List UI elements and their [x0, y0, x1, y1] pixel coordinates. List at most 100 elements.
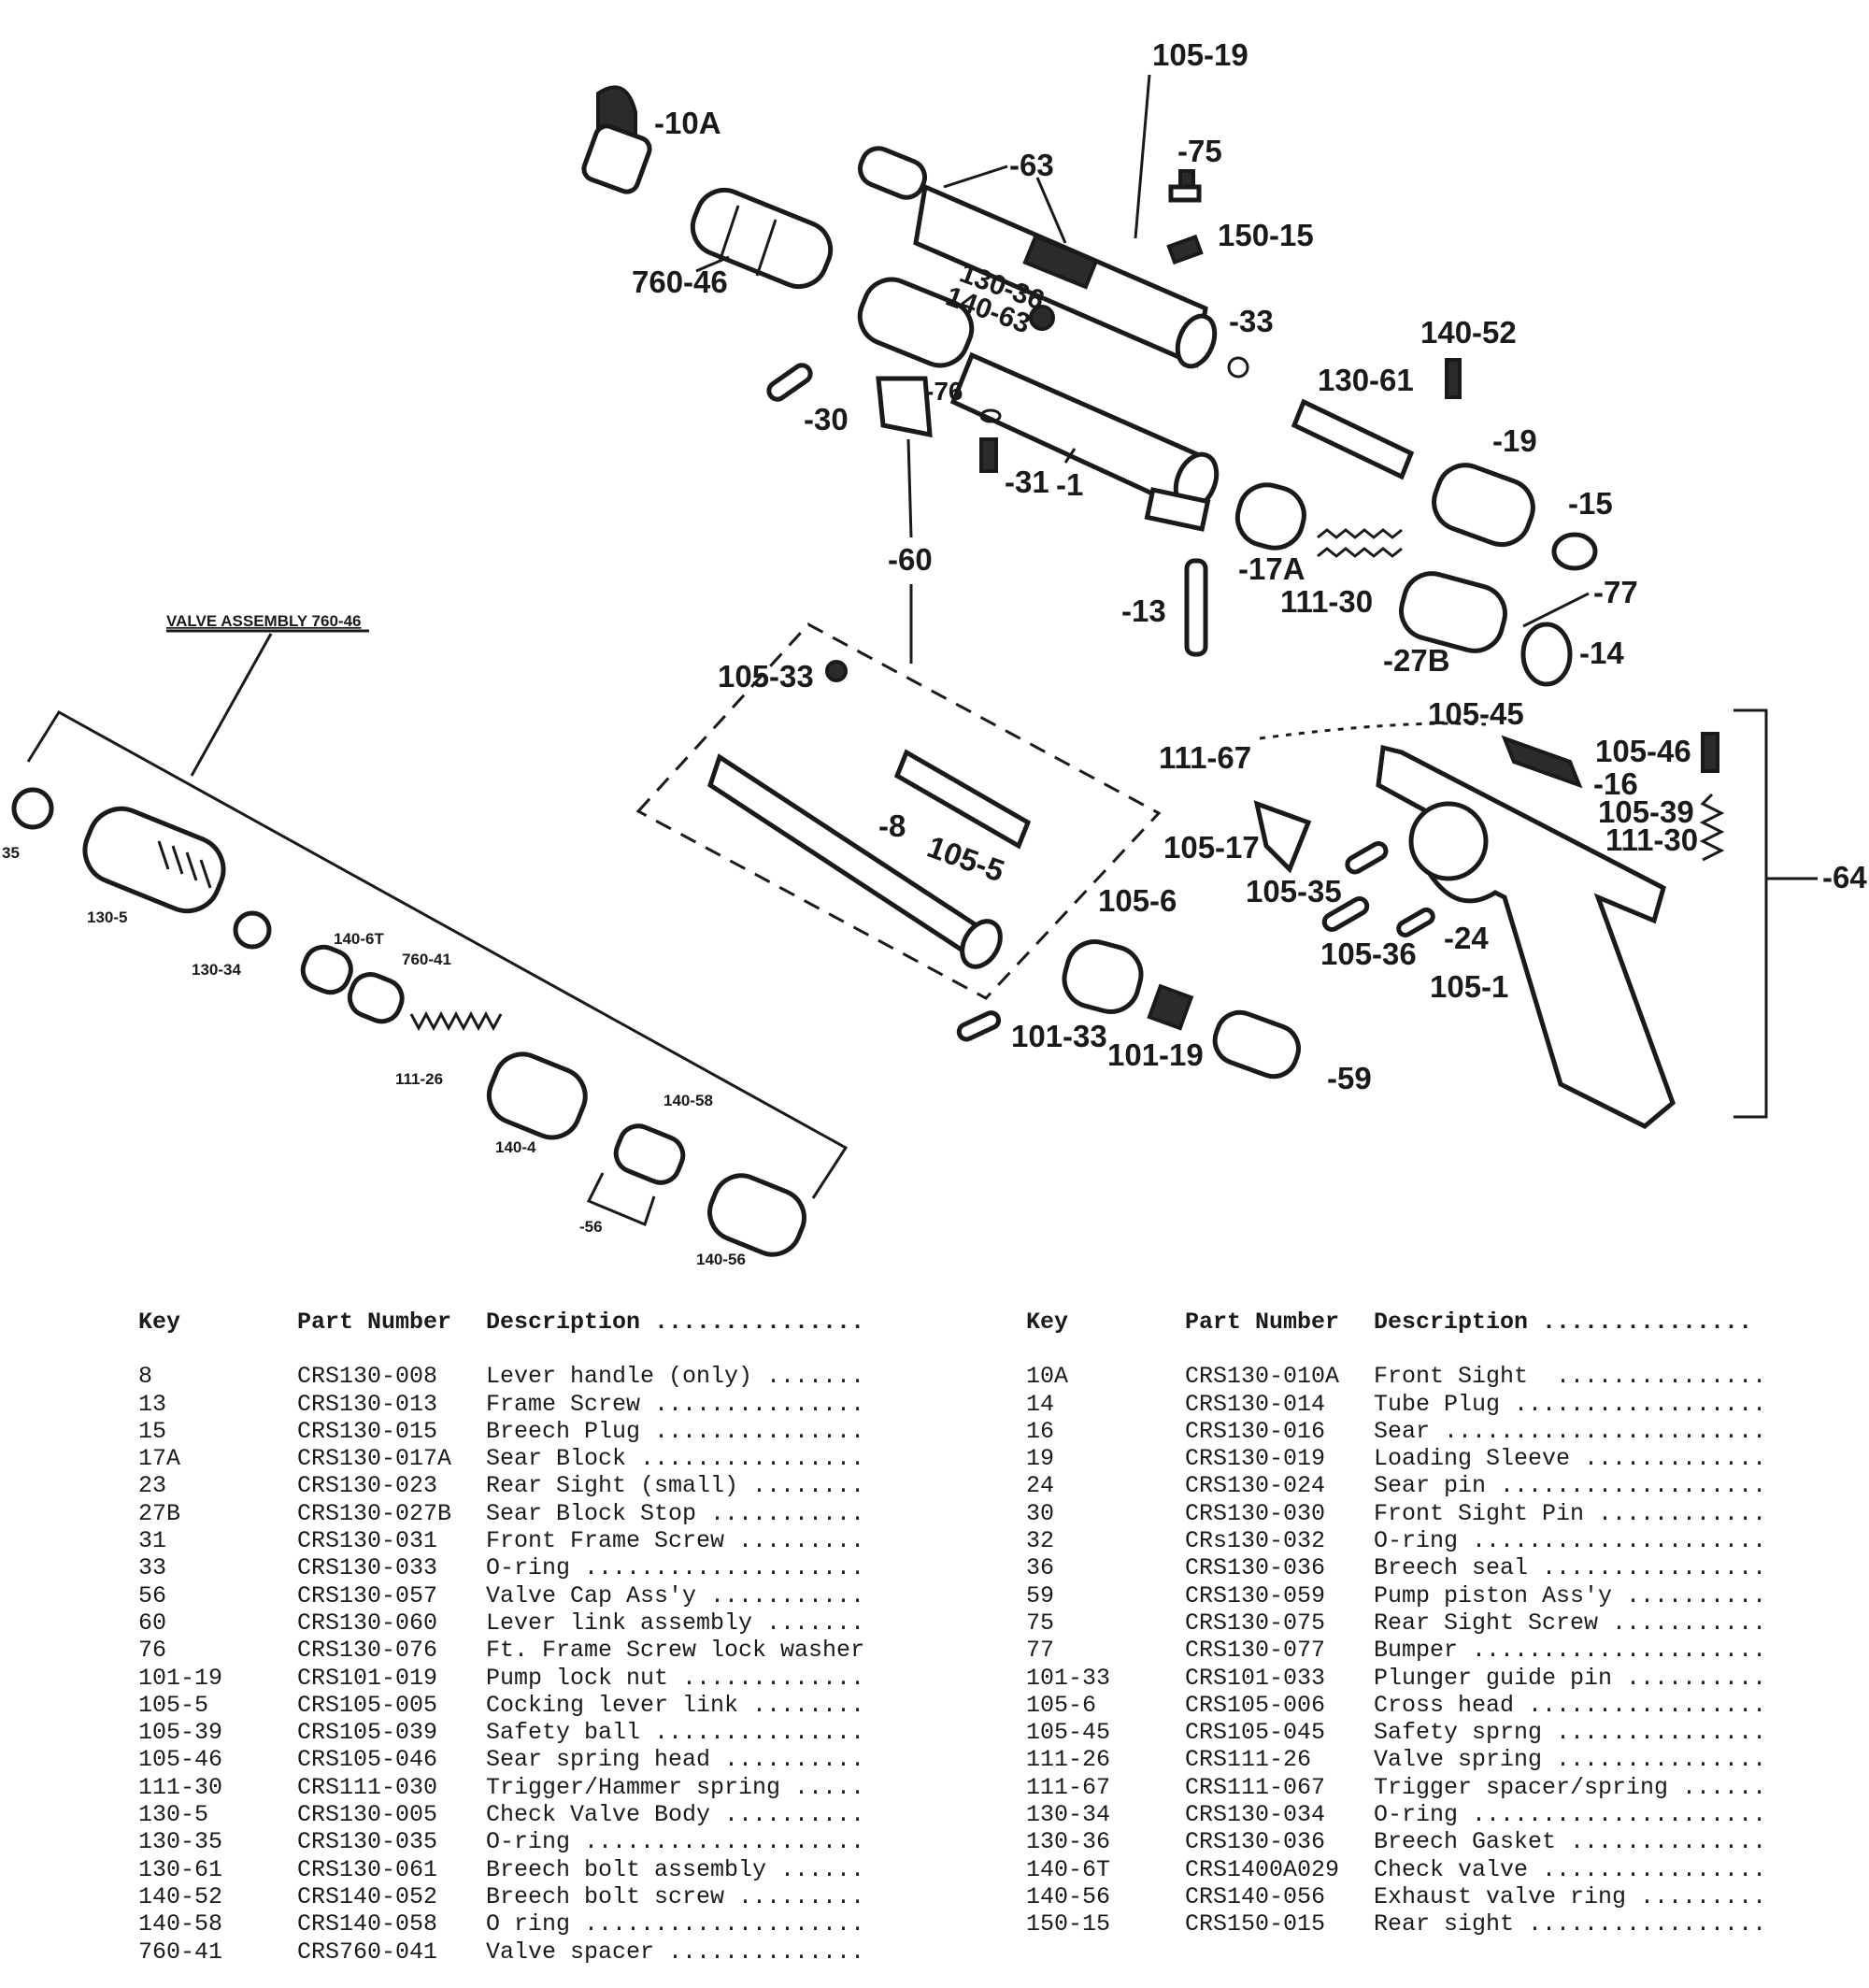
callout-105-35: 105-35	[1246, 874, 1342, 908]
callout-17A: -17A	[1238, 551, 1305, 586]
part-key: 36	[1026, 1554, 1055, 1582]
part-key: 19	[1026, 1445, 1055, 1473]
part-key: 59	[1026, 1581, 1055, 1609]
part-key: 130-36	[1026, 1828, 1111, 1856]
callout-27B: -27B	[1383, 643, 1450, 678]
bolt-part	[857, 146, 1218, 369]
part-description: Tube Plug ..................	[1374, 1390, 1766, 1418]
part-description: Breech Plug ...............	[486, 1417, 865, 1445]
part-number: CRS130-024	[1185, 1472, 1326, 1500]
part-key: 33	[138, 1554, 167, 1582]
callout-101-19: 101-19	[1107, 1037, 1204, 1072]
part-key: 24	[1026, 1472, 1055, 1500]
part-description: Check valve ................	[1374, 1855, 1766, 1883]
part-description: Sear Block ................	[486, 1445, 865, 1473]
part-key: 760-41	[138, 1938, 223, 1966]
callout-105-39: 105-39	[1598, 794, 1694, 829]
part-description: Bumper .....................	[1374, 1637, 1766, 1665]
part-key: 31	[138, 1527, 167, 1555]
part-key: 10A	[1026, 1363, 1069, 1391]
callout-31: -31	[1005, 465, 1049, 499]
header-key: Key	[1026, 1309, 1069, 1336]
part-description: Safety sprng ...............	[1374, 1719, 1766, 1747]
part-number: CRs130-032	[1185, 1527, 1326, 1555]
part-description: Breech bolt assembly ......	[486, 1855, 865, 1883]
part-description: O ring ....................	[486, 1910, 865, 1938]
part-number: CRS105-039	[297, 1719, 438, 1747]
valve-assembly-part	[690, 188, 834, 289]
callout-111-67: 111-67	[1159, 740, 1251, 775]
part-key: 13	[138, 1390, 167, 1418]
part-description: Rear Sight Screw ...........	[1374, 1609, 1766, 1637]
header-key: Key	[138, 1309, 181, 1336]
part-number: CRS101-033	[1185, 1664, 1326, 1692]
header-description: Description ...............	[486, 1309, 865, 1336]
callout-105-17: 105-17	[1163, 830, 1260, 865]
table-row: 56 CRS130-057 Valve Cap Ass'y ...........	[138, 1582, 878, 1609]
part-key: 105-39	[138, 1719, 223, 1747]
part-key: 101-33	[1026, 1664, 1111, 1692]
callout-130-5: 130-5	[87, 908, 127, 926]
part-key: 15	[138, 1417, 167, 1445]
header-part-number: Part Number	[1185, 1309, 1340, 1336]
part-key: 56	[138, 1581, 167, 1609]
part-description: Cross head .................	[1374, 1691, 1766, 1719]
part-key: 111-26	[1026, 1746, 1111, 1774]
part-key: 27B	[138, 1499, 181, 1527]
part-number: CRS130-017A	[297, 1445, 452, 1473]
callout-140-4: 140-4	[495, 1138, 536, 1156]
part-number: CRS130-036	[1185, 1554, 1326, 1582]
callout-105-36: 105-36	[1320, 937, 1417, 971]
part-number: CRS140-056	[1185, 1882, 1326, 1910]
part-number: CRS140-052	[297, 1882, 438, 1910]
part-key: 105-6	[1026, 1691, 1097, 1719]
part-description: Valve Cap Ass'y ...........	[486, 1581, 865, 1609]
part-number: CRS130-005	[297, 1801, 438, 1829]
part-description: Check Valve Body ..........	[486, 1801, 865, 1829]
callout-77: -77	[1593, 575, 1638, 609]
part-description: Rear Sight (small) ........	[486, 1472, 865, 1500]
part-number: CRS130-016	[1185, 1417, 1326, 1445]
part-description: Sear .......................	[1374, 1417, 1766, 1445]
callout-75: -75	[1177, 134, 1222, 168]
part-description: Breech Gasket ..............	[1374, 1828, 1766, 1856]
part-key: 75	[1026, 1609, 1055, 1637]
part-number: CRS105-006	[1185, 1691, 1326, 1719]
part-key: 111-30	[138, 1773, 223, 1801]
callout-60: -60	[888, 542, 933, 577]
part-key: 23	[138, 1472, 167, 1500]
callout-15: -15	[1568, 486, 1613, 521]
callout-130-34: 130-34	[192, 961, 241, 979]
receiver-tube-part	[857, 277, 1220, 532]
part-number: CRS130-059	[1185, 1581, 1326, 1609]
trigger-frame-part	[1376, 735, 1676, 1129]
callout-140-6T: 140-6T	[334, 930, 384, 948]
part-number: CRS760-041	[297, 1938, 438, 1966]
part-key: 32	[1026, 1527, 1055, 1555]
callout-130-61: 130-61	[1318, 363, 1414, 397]
part-number: CRS130-061	[297, 1855, 438, 1883]
part-description: Cocking lever link ........	[486, 1691, 865, 1719]
part-number: CRS130-027B	[297, 1499, 452, 1527]
part-key: 76	[138, 1637, 167, 1665]
part-number: CRS130-057	[297, 1581, 438, 1609]
header-part-number: Part Number	[297, 1309, 452, 1336]
callout-1: -1	[1056, 467, 1083, 502]
valve-assembly-title: VALVE ASSEMBLY 760-46	[166, 612, 362, 630]
callout-760-46: 760-46	[632, 265, 728, 299]
